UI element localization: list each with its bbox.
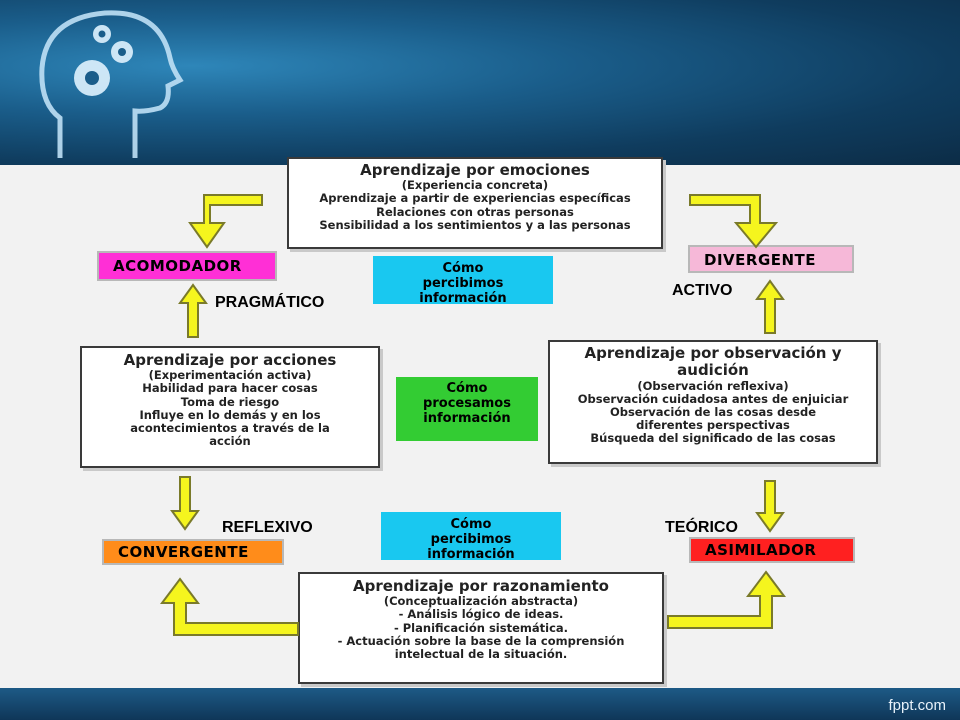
box-acciones-line: Toma de riesgo	[180, 394, 280, 409]
box-razonamiento-line: (Conceptualización abstracta)	[383, 594, 579, 609]
label-pragmatico: PRAGMÁTICO	[215, 294, 325, 311]
head-gears-icon	[39, 10, 184, 158]
box-observacion-line: (Observación reflexiva)	[637, 378, 789, 393]
box-razonamiento-line: - Actuación sobre la base de la comprens…	[337, 633, 625, 648]
tag-convergente: CONVERGENTE	[102, 539, 284, 565]
center-percibimos-top: Cómo percibimos información	[373, 256, 553, 306]
box-observacion: Aprendizaje por observación y audición (…	[548, 340, 878, 464]
box-observacion-line: Observación cuidadosa antes de enjuiciar	[577, 391, 849, 406]
bent-arrow-bottom-right-icon	[667, 570, 786, 629]
box-acciones-title: Aprendizaje por acciones	[123, 351, 337, 369]
label-reflexivo: REFLEXIVO	[222, 519, 313, 536]
tag-acomodador: ACOMODADOR	[97, 251, 277, 281]
box-razonamiento: Aprendizaje por razonamiento (Conceptual…	[298, 572, 664, 684]
box-razonamiento-line: - Planificación sistemática.	[393, 620, 569, 635]
box-acciones: Aprendizaje por acciones (Experimentació…	[80, 346, 380, 468]
box-observacion-line: Observación de las cosas desde	[609, 404, 817, 419]
diagram-slide: Aprendizaje por emociones (Experiencia c…	[0, 157, 960, 688]
box-emociones-line: (Experiencia concreta)	[401, 178, 549, 193]
footer-band: fppt.com	[0, 688, 960, 720]
box-observacion-line: Búsqueda del significado de las cosas	[590, 431, 836, 446]
center-percibimos-bottom-text: Cómo percibimos información	[427, 517, 515, 562]
box-acciones-line: (Experimentación activa)	[148, 368, 312, 383]
center-percibimos-bottom: Cómo percibimos información	[381, 512, 561, 562]
box-razonamiento-line: - Análisis lógico de ideas.	[398, 607, 564, 622]
box-acciones-line: Habilidad para hacer cosas	[142, 381, 318, 396]
label-activo: ACTIVO	[672, 282, 733, 299]
bent-arrow-top-left-icon	[188, 194, 263, 249]
box-razonamiento-line: intelectual de la situación.	[394, 647, 568, 662]
tag-divergente: DIVERGENTE	[688, 245, 854, 273]
box-razonamiento-title: Aprendizaje por razonamiento	[353, 577, 609, 595]
label-teorico: TEÓRICO	[665, 519, 738, 536]
box-emociones-line: Sensibilidad a los sentimientos y a las …	[319, 217, 631, 232]
center-procesamos: Cómo procesamos información	[396, 377, 538, 441]
box-emociones-line: Relaciones con otras personas	[376, 204, 574, 219]
box-observacion-title: Aprendizaje por observación y audición	[584, 344, 842, 380]
arrow-down-right-icon	[755, 480, 785, 533]
arrow-up-left-icon	[178, 283, 208, 338]
box-acciones-line: acción	[209, 434, 251, 449]
header-band	[0, 0, 960, 165]
center-procesamos-text: Cómo procesamos información	[423, 381, 511, 426]
box-emociones: Aprendizaje por emociones (Experiencia c…	[287, 157, 663, 249]
center-percibimos-top-text: Cómo percibimos información	[419, 261, 507, 306]
box-emociones-line: Aprendizaje a partir de experiencias esp…	[319, 191, 631, 206]
box-emociones-title: Aprendizaje por emociones	[360, 161, 590, 179]
box-observacion-line: diferentes perspectivas	[636, 418, 790, 433]
watermark: fppt.com	[888, 697, 946, 714]
arrow-down-left-icon	[170, 476, 200, 531]
tag-asimilador: ASIMILADOR	[689, 537, 855, 563]
box-acciones-line: Influye en lo demás y en los	[139, 407, 321, 422]
box-acciones-line: acontecimientos a través de la	[130, 421, 330, 436]
arrow-up-right-icon	[755, 279, 785, 334]
bent-arrow-bottom-left-icon	[160, 577, 299, 636]
bent-arrow-top-right-icon	[689, 194, 779, 249]
